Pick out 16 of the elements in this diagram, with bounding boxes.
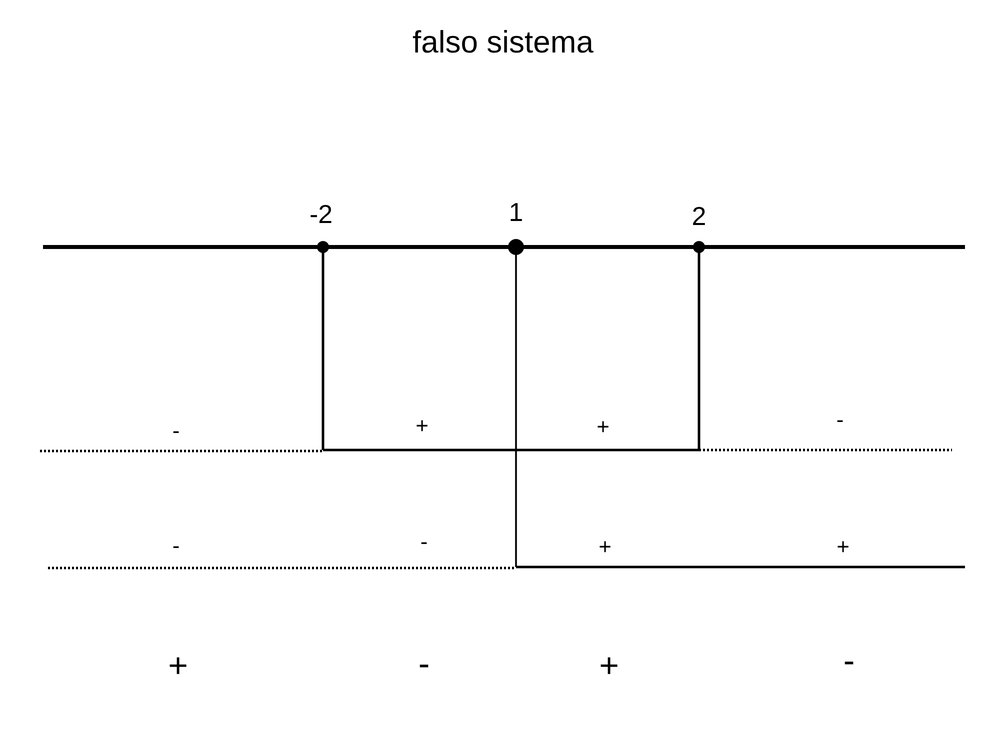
sign-label: + bbox=[596, 416, 610, 438]
point-value: 1 bbox=[508, 199, 524, 225]
sign-label: - bbox=[836, 409, 844, 431]
sign-label: - bbox=[420, 531, 428, 553]
result-sign: + bbox=[168, 649, 188, 683]
sign-label: + bbox=[416, 415, 428, 437]
result-sign: - bbox=[843, 644, 855, 678]
sign-label: + bbox=[598, 536, 612, 558]
result-sign: - bbox=[418, 647, 430, 681]
sign-label: - bbox=[172, 535, 180, 557]
point-value: -2 bbox=[309, 201, 333, 227]
point-value: 2 bbox=[692, 203, 706, 229]
result-sign: + bbox=[599, 649, 619, 683]
sign-label: - bbox=[172, 420, 180, 442]
sign-label: + bbox=[836, 536, 850, 558]
chart-title: falso sistema bbox=[412, 26, 594, 58]
